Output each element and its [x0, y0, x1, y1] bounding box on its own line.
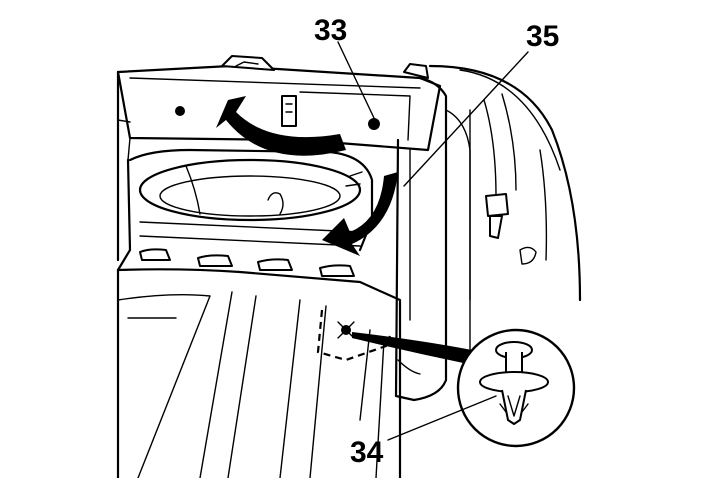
rotate-arrow: [216, 96, 346, 156]
push-pin-retainer-icon: [479, 341, 549, 425]
cargo-floor: [116, 268, 402, 478]
leader-33: [337, 41, 375, 119]
leader-34: [387, 395, 497, 441]
callout-leaders: [337, 41, 529, 441]
callout-35: 35: [526, 20, 559, 53]
callout-34: 34: [350, 436, 384, 469]
fastener-detail: [456, 328, 576, 448]
callout-33: 33: [314, 14, 347, 47]
curved-arrow-icon: [216, 96, 346, 156]
curved-arrow-icon: [322, 172, 398, 256]
spare-tire-well: [128, 148, 374, 277]
insert-arrow: [322, 172, 398, 256]
upper-trim-panel: [116, 55, 442, 161]
bolt-33-hole: [368, 118, 380, 130]
leader-35: [403, 51, 529, 187]
bolt-hole-left: [175, 106, 185, 116]
body-side-opening: [428, 64, 582, 302]
cargo-left-wall: [116, 70, 132, 272]
fastener-location: [316, 309, 472, 364]
